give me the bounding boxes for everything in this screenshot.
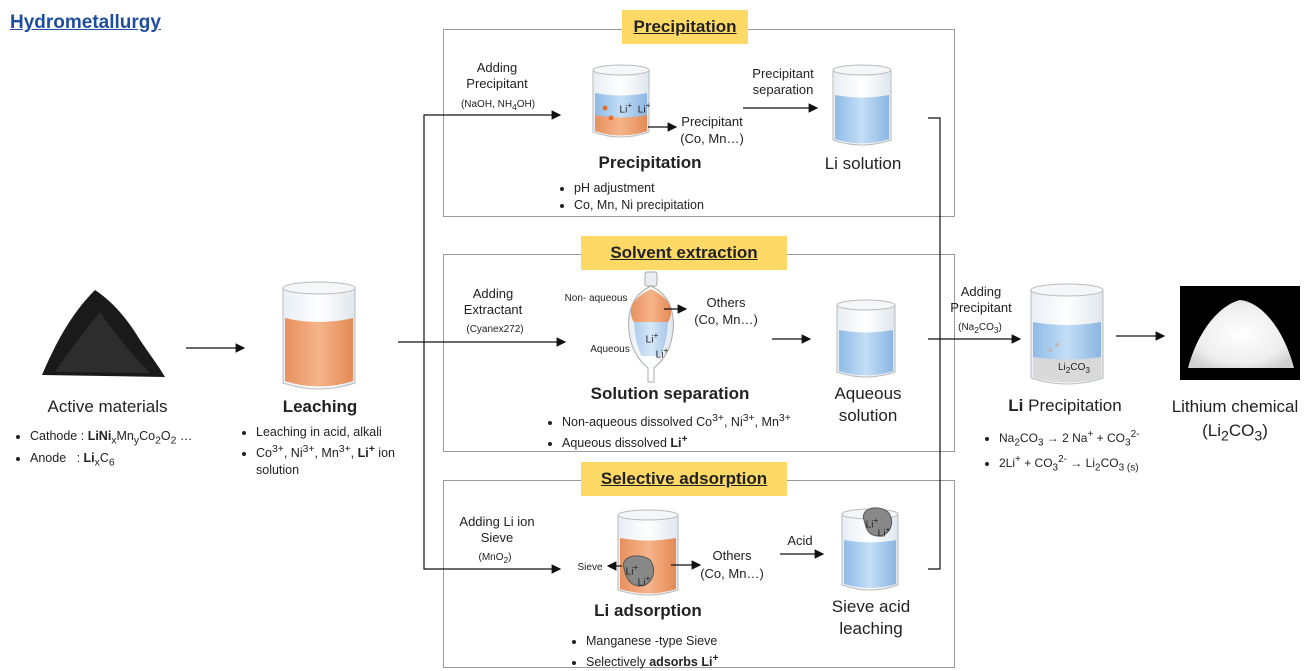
precipitation-step-label: Precipitation: [598, 153, 702, 172]
adding-precipitant-li-label: Adding Precipitant: [950, 284, 1012, 315]
cathode-bullet: Cathode : LiNixMnyCo2O2 …: [30, 428, 245, 450]
active-materials-bullets: Cathode : LiNixMnyCo2O2 … Anode : LixC6: [16, 428, 245, 471]
li-precipitation-label: Li Precipitation: [1008, 396, 1122, 415]
precipitant-out-label: Precipitant: [681, 114, 743, 129]
sieve-acid-leaching-label: Sieve acid leaching: [831, 597, 911, 638]
li-adsorption-label: Li adsorption: [594, 601, 702, 620]
leaching-beaker-icon: [282, 281, 356, 390]
leaching-bullet-2: Co3+, Ni3+, Mn3+, Li+ ion solution: [256, 441, 436, 479]
lithium-carbonate-powder-icon: [1180, 286, 1300, 380]
precipitation-beaker-icon: [592, 64, 650, 138]
precipitant-chemicals: (NaOH, NH4OH): [460, 99, 536, 112]
precipitant-separation-label: Precipitant separation: [752, 66, 814, 97]
sieve-acid-li-2: Li+: [877, 524, 891, 540]
li-precipitation-bullets: Na2CO3 → 2 Na+ + CO32- 2Li+ + CO32- → Li…: [985, 426, 1199, 477]
li-solution-label: Li solution: [824, 154, 902, 173]
precipitation-bullets: pH adjustment Co, Mn, Ni precipitation: [560, 180, 774, 214]
black-powder-icon: [42, 290, 165, 377]
leaching-label: Leaching: [282, 397, 358, 416]
precipitant-out-sub: (Co, Mn…): [680, 131, 744, 146]
adsorption-li-1: Li+: [625, 562, 639, 578]
lithium-chemical-formula: (Li2CO3): [1202, 421, 1268, 445]
sieve-acid-li-1: Li+: [865, 515, 879, 531]
solvent-bullets: Non-aqueous dissolved Co3+, Ni3+, Mn3+ A…: [548, 410, 822, 452]
precipitation-tag: Precipitation: [622, 10, 748, 44]
adsorption-bullet-1: Manganese -type Sieve: [586, 633, 786, 650]
funnel-li-2: Li+: [655, 345, 669, 361]
adsorption-others-label: Others: [712, 548, 752, 563]
solvent-extraction-tag: Solvent extraction: [581, 236, 787, 270]
sieve-label: Sieve: [577, 562, 603, 573]
selective-adsorption-tag: Selective adsorption: [581, 462, 787, 496]
solvent-bullet-2: Aqueous dissolved Li+: [562, 431, 822, 452]
anode-bullet: Anode : LixC6: [30, 450, 245, 472]
adding-sieve-label: Adding Li ion Sieve: [459, 514, 535, 545]
leaching-bullet-1: Leaching in acid, alkali: [256, 424, 436, 441]
active-materials-label: Active materials: [47, 397, 168, 416]
aqueous-label: Aqueous: [590, 344, 630, 355]
li-precip-bullet-2: 2Li+ + CO32- → Li2CO3 (s): [999, 451, 1199, 476]
li-solution-beaker-icon: [832, 64, 892, 146]
li-precip-bullet-1: Na2CO3 → 2 Na+ + CO32-: [999, 426, 1199, 451]
solvent-others-label: Others: [706, 295, 746, 310]
solution-separation-label: Solution separation: [590, 384, 750, 403]
adding-precipitant-label: Adding Precipitant: [466, 60, 528, 91]
li2co3-beaker-label: Li2CO3: [1057, 362, 1091, 375]
extractant-chemical: (Cyanex272): [466, 324, 524, 335]
adsorption-li-2: Li+: [637, 573, 651, 589]
non-aqueous-label: Non- aqueous: [564, 293, 628, 304]
separatory-funnel-icon: [628, 271, 674, 383]
sieve-chemical: (MnO2): [478, 552, 512, 565]
adsorption-bullet-2: Selectively adsorbs Li+: [586, 650, 786, 671]
sieve-acid-beaker-icon: [841, 507, 899, 591]
precipitation-beaker-li: Li+ Li+: [619, 100, 651, 116]
adsorption-bullets: Manganese -type Sieve Selectively adsorb…: [572, 633, 786, 671]
solvent-others-sub: (Co, Mn…): [694, 312, 758, 327]
aqueous-solution-label: Aqueous solution: [834, 384, 902, 425]
li-precipitation-beaker-icon: [1030, 283, 1104, 385]
solvent-bullet-1: Non-aqueous dissolved Co3+, Ni3+, Mn3+: [562, 410, 822, 431]
adsorption-beaker-icon: [617, 509, 679, 596]
li-precipitant-chemical: (Na2CO3): [958, 322, 1002, 335]
acid-label: Acid: [787, 533, 813, 548]
adsorption-others-sub: (Co, Mn…): [700, 566, 764, 581]
leaching-bullets: Leaching in acid, alkali Co3+, Ni3+, Mn3…: [242, 424, 436, 479]
page-title: Hydrometallurgy: [10, 12, 161, 33]
funnel-li-1: Li+: [645, 330, 659, 346]
lithium-chemical-label: Lithium chemical: [1171, 397, 1299, 416]
aqueous-solution-beaker-icon: [836, 299, 896, 378]
adding-extractant-label: Adding Extractant: [463, 286, 523, 317]
precipitation-bullet-1: pH adjustment: [574, 180, 774, 197]
precipitation-bullet-2: Co, Mn, Ni precipitation: [574, 197, 774, 214]
